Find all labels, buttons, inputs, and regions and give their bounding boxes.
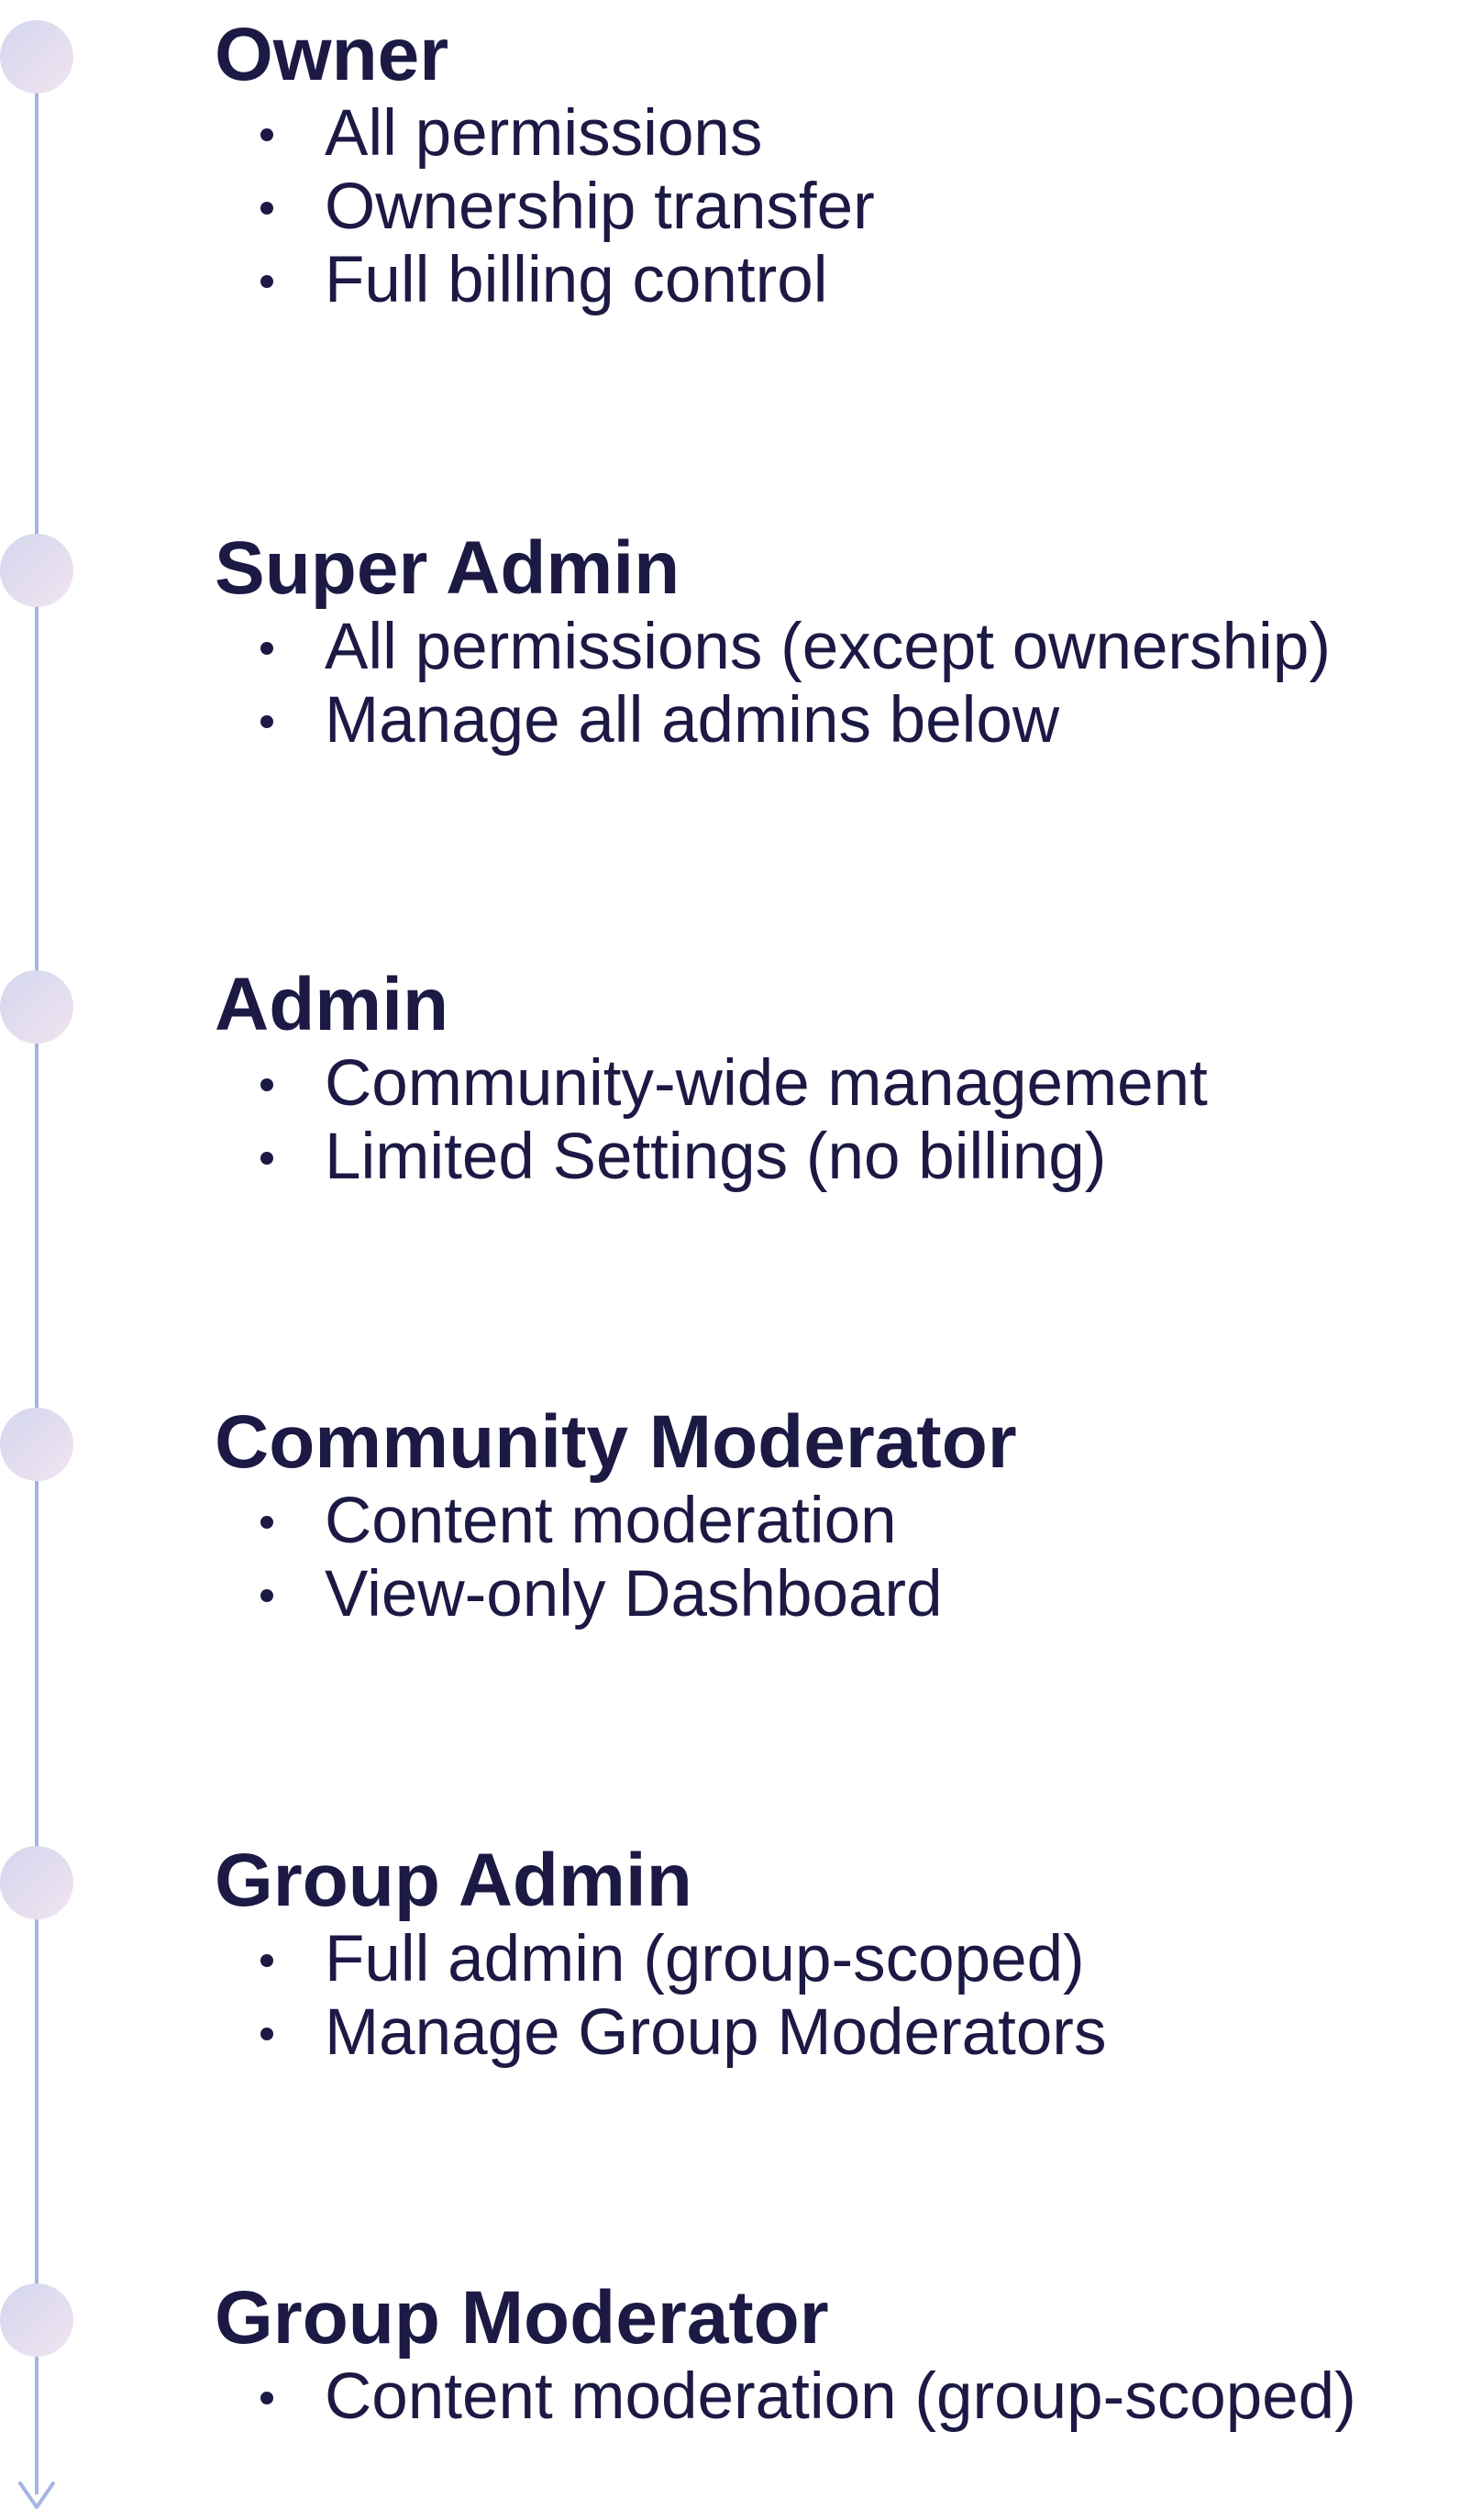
timeline-node-icon: [0, 2283, 73, 2357]
tier-title: Community Moderator: [215, 1400, 1017, 1484]
permission-text: All permissions (except ownership): [325, 611, 1331, 683]
permission-text: Limited Settings (no billing): [325, 1121, 1107, 1193]
timeline-node-icon: [0, 1408, 73, 1481]
timeline-line: [35, 55, 39, 2494]
permission-text: All permissions: [325, 97, 763, 170]
permission-item: All permissions: [215, 97, 875, 171]
timeline-node-icon: [0, 534, 73, 607]
bullet-icon: [260, 1078, 273, 1091]
bullet-icon: [260, 1516, 273, 1529]
tier-title: Admin: [215, 963, 449, 1046]
bullet-icon: [260, 2392, 273, 2404]
timeline-node-icon: [0, 1846, 73, 1919]
permission-item: All permissions (except ownership): [215, 611, 1331, 684]
bullet-icon: [260, 642, 273, 655]
tier-title: Super Admin: [215, 526, 680, 610]
permission-item: Full billing control: [215, 244, 875, 317]
permission-item: Community-wide management: [215, 1047, 1208, 1121]
bullet-icon: [260, 1954, 273, 1967]
arrow-down-icon: [18, 2481, 55, 2509]
permission-text: Ownership transfer: [325, 171, 875, 243]
bullet-icon: [260, 2028, 273, 2040]
timeline-node-icon: [0, 970, 73, 1044]
bullet-icon: [260, 128, 273, 141]
permission-item: Manage all admins below: [215, 684, 1331, 757]
timeline-node-icon: [0, 20, 73, 94]
permission-text: Manage all admins below: [325, 684, 1060, 757]
permission-text: Community-wide management: [325, 1047, 1208, 1120]
permission-item: Content moderation: [215, 1485, 943, 1558]
permission-list: Full admin (group-scoped)Manage Group Mo…: [215, 1923, 1106, 2070]
permission-list: All permissions (except ownership)Manage…: [215, 611, 1331, 757]
tier-title: Owner: [215, 13, 449, 96]
permission-text: Full admin (group-scoped): [325, 1923, 1085, 1995]
bullet-icon: [260, 1152, 273, 1165]
permission-item: Full admin (group-scoped): [215, 1923, 1106, 1996]
permission-text: Manage Group Moderators: [325, 1996, 1107, 2069]
permission-list: Content moderation (group-scoped): [215, 2360, 1356, 2434]
bullet-icon: [260, 1589, 273, 1602]
permission-item: Limited Settings (no billing): [215, 1121, 1208, 1194]
permission-item: Ownership transfer: [215, 171, 875, 244]
bullet-icon: [260, 202, 273, 215]
permission-item: Content moderation (group-scoped): [215, 2360, 1356, 2434]
permission-text: Content moderation: [325, 1485, 897, 1557]
bullet-icon: [260, 275, 273, 288]
permission-text: View-only Dashboard: [325, 1558, 943, 1630]
permission-item: View-only Dashboard: [215, 1558, 943, 1631]
permission-text: Content moderation (group-scoped): [325, 2360, 1356, 2433]
tier-title: Group Admin: [215, 1839, 692, 1922]
permission-item: Manage Group Moderators: [215, 1996, 1106, 2070]
bullet-icon: [260, 715, 273, 728]
tier-title: Group Moderator: [215, 2276, 829, 2360]
permission-text: Full billing control: [325, 244, 828, 316]
